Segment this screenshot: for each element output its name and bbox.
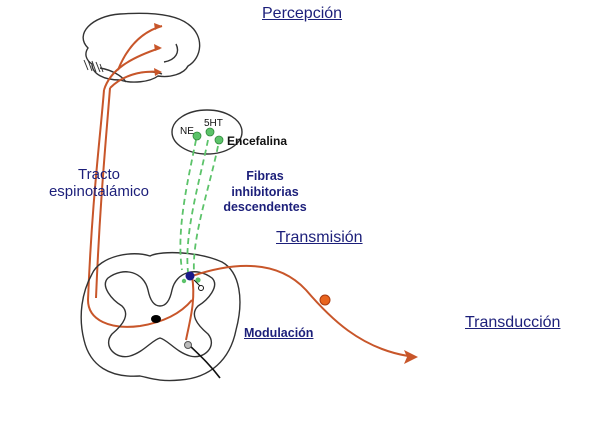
label-tracto: Tracto espinotalámico	[24, 167, 174, 199]
label-transmision: Transmisión	[276, 229, 363, 246]
label-encefalina: Encefalina	[227, 134, 288, 148]
nerve-arrowhead	[404, 350, 418, 364]
synapse	[181, 271, 204, 291]
peripheral-nerve	[185, 264, 409, 357]
cerebellum-hatch	[83, 59, 104, 73]
label-modulacion: Modulación	[244, 326, 314, 340]
label-fibras: Fibras inhibitorias descendentes	[218, 170, 312, 214]
nociceptor-ganglion	[319, 294, 331, 306]
spinal-cord	[80, 251, 241, 382]
label-fibras-line3: descendentes	[223, 200, 307, 214]
nuclei-dots	[192, 127, 224, 145]
brainstem-nuclei	[171, 109, 243, 155]
label-tracto-line1: Tracto	[78, 166, 120, 183]
tract-arrowheads	[154, 23, 162, 76]
label-5ht: 5HT	[204, 118, 223, 129]
label-tracto-line2: espinotalámico	[48, 183, 150, 200]
central-canal	[151, 315, 161, 323]
label-ne: NE	[180, 126, 194, 137]
label-percepcion: Percepción	[262, 5, 343, 22]
label-transduccion: Transducción	[465, 314, 561, 331]
label-fibras-line1: Fibras	[246, 169, 284, 183]
motor-neuron	[184, 341, 192, 349]
spinothalamic-tract	[86, 25, 193, 328]
label-fibras-line2: inhibitorias	[231, 184, 299, 199]
inhibitory-fibers	[179, 139, 219, 273]
